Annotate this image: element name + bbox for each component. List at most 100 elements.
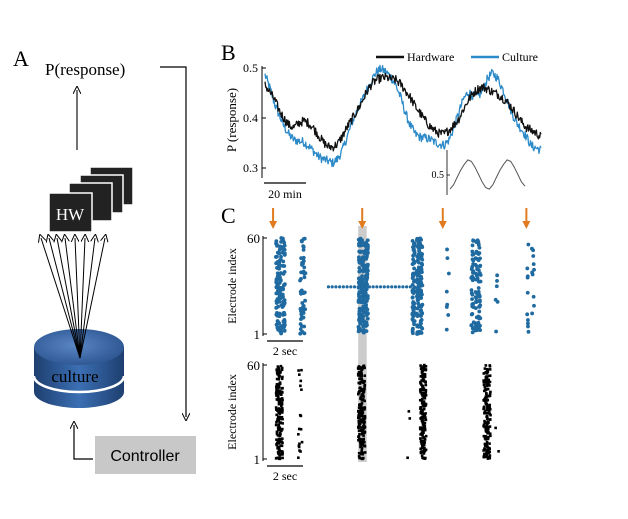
spike-dot [363, 281, 368, 286]
spike-dot [486, 368, 489, 372]
spike-dot [422, 391, 425, 395]
spike-dot [275, 291, 279, 295]
spike-dot [487, 411, 490, 415]
spike-dot [423, 449, 427, 453]
spike-dot [362, 395, 365, 398]
b-axis: 0.50.40.3 [243, 61, 266, 178]
inset-tick-label: 0.5 [432, 170, 445, 181]
spike-dot [363, 407, 367, 410]
spike-dot [357, 419, 361, 423]
spike-dot [424, 391, 428, 394]
legend-label-hardware: Hardware [407, 50, 454, 64]
spike-dot [488, 374, 491, 378]
spike-dot [485, 392, 488, 396]
spike-dot [419, 408, 423, 411]
spike-dot [488, 380, 492, 384]
spike-dot [483, 410, 487, 413]
spike-dot [482, 423, 486, 427]
spike-dot [357, 392, 360, 396]
c-top-y-axis-label: Electrode index [225, 248, 239, 324]
spike-dot [488, 425, 492, 428]
spike-dot [417, 248, 421, 253]
spike-dot [422, 407, 426, 411]
spike-dot [483, 425, 486, 429]
c-top-y-tick-label: 60 [247, 231, 260, 246]
controller-label: Controller [110, 448, 180, 465]
spike-dot [423, 427, 427, 430]
spike-dot [420, 371, 424, 374]
spike-dot [530, 272, 535, 277]
spike-dot [361, 452, 365, 456]
spike-dot [360, 399, 364, 402]
spike-dot [483, 419, 486, 423]
spike-dot [362, 420, 365, 423]
spike-dot [422, 364, 426, 368]
spike-dot [470, 304, 475, 309]
spike-dot [282, 243, 287, 248]
spike-dot [357, 374, 360, 377]
spike-dot [486, 417, 489, 420]
spike-dot [423, 366, 426, 370]
spike-dot [415, 324, 420, 329]
spike-dot [483, 399, 486, 402]
spike-dot [408, 285, 412, 289]
spike-dot [532, 267, 536, 272]
spike-dot [421, 436, 425, 439]
spike-dot [411, 331, 415, 336]
spike-dot [476, 272, 481, 277]
spike-dot [281, 375, 284, 379]
spike-dot [275, 443, 279, 447]
spike-dot [487, 382, 490, 386]
spike-dot [278, 416, 282, 419]
spike-dot [424, 365, 428, 368]
spike-dot [382, 285, 386, 289]
spike-dot [424, 404, 428, 407]
spike-dot [486, 420, 489, 424]
spike-dot [445, 256, 450, 261]
spike-dot [277, 398, 280, 402]
spike-dot [360, 413, 364, 417]
spike-dot [301, 255, 306, 260]
spike-dot [486, 449, 489, 453]
spike-dot [483, 452, 486, 456]
spike-dot [489, 413, 492, 417]
spike-dot [421, 412, 425, 416]
spike-dot [424, 434, 428, 438]
spike-dot [357, 309, 362, 314]
spike-dot [357, 266, 362, 270]
spike-dot [422, 423, 426, 426]
spike-dot [274, 255, 279, 259]
b-scalebar-label: 20 min [268, 187, 302, 201]
spike-dot [419, 447, 422, 451]
spike-dot [277, 428, 281, 431]
spike-dot [360, 438, 363, 441]
spike-dot [277, 299, 282, 304]
spike-dot [530, 246, 534, 251]
spike-dot [476, 279, 481, 284]
spike-dot [356, 409, 360, 413]
spike-dot [276, 388, 279, 392]
spike-dot [363, 380, 366, 383]
spike-dot [483, 442, 487, 446]
spike-dot [360, 263, 365, 267]
spike-dot [477, 309, 482, 314]
spike-dot [375, 285, 379, 289]
spike-dot [476, 286, 481, 290]
spike-dot [360, 294, 364, 299]
spike-dot [485, 381, 488, 384]
spike-dot [276, 433, 280, 437]
spike-dot [482, 406, 486, 409]
spike-dot [482, 383, 486, 387]
spike-dot [360, 281, 365, 286]
spike-dot [446, 313, 451, 317]
spike-dot [275, 326, 280, 330]
spike-dot [421, 409, 424, 413]
spike-dot [421, 415, 424, 419]
spike-dot [280, 404, 283, 408]
spike-dot [424, 388, 428, 392]
spike-dot [446, 271, 451, 276]
spike-dot [478, 328, 482, 332]
spike-dot [476, 239, 481, 244]
spike-dot [531, 294, 536, 299]
spike-dot [478, 263, 483, 268]
